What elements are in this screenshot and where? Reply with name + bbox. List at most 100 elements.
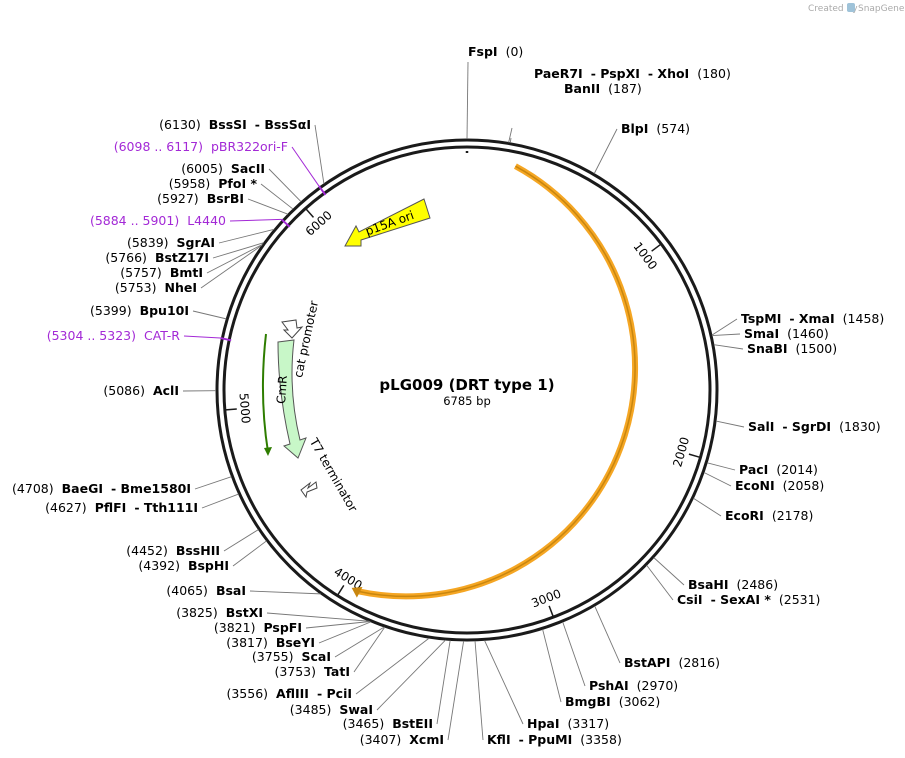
enzyme-hpai[interactable]: HpaI(3317) <box>527 716 609 731</box>
enzyme-bstapi[interactable]: BstAPI(2816) <box>624 655 720 670</box>
primer-l4440[interactable]: (5884 .. 5901)L4440 <box>90 213 226 228</box>
enzyme-bpu10i[interactable]: (5399)Bpu10I <box>90 303 189 318</box>
enzyme-pfoi[interactable]: (5958)PfoI * <box>169 176 258 191</box>
bmti-leader-line <box>206 243 263 274</box>
enzyme-smai[interactable]: SmaI(1460) <box>744 326 829 341</box>
enzyme-bseyi[interactable]: (3817)BseYI <box>226 635 315 650</box>
enzyme-tspmi[interactable]: TspMI- XmaI(1458) <box>741 311 884 326</box>
enzyme-snabi[interactable]: SnaBI(1500) <box>747 341 837 356</box>
enzyme-name: - BssSαI <box>255 117 311 132</box>
enzyme-paer7i[interactable]: PaeR7I- PspXI- XhoI(180) <box>534 66 731 81</box>
enzyme-bsai[interactable]: (4065)BsaI <box>166 583 246 598</box>
enzyme-bsshii[interactable]: (4452)BssHII <box>126 543 220 558</box>
enzyme-tati[interactable]: (3753)TatI <box>274 664 350 679</box>
primer-name: CAT-R <box>144 328 180 343</box>
enzyme-econi[interactable]: EcoNI(2058) <box>735 478 824 493</box>
baegi-leader-line <box>194 476 232 490</box>
enzyme-sgrai[interactable]: (5839)SgrAI <box>127 235 215 250</box>
enzyme-swai[interactable]: (3485)SwaI <box>290 702 373 717</box>
enzyme-position: (3556) <box>226 686 268 701</box>
bsssi-leader-line <box>314 124 325 184</box>
enzyme-position: (1458) <box>843 311 885 326</box>
enzyme-position: (3407) <box>360 732 402 747</box>
enzyme-bsahi[interactable]: BsaHI(2486) <box>688 577 778 592</box>
enzyme-position: (3821) <box>214 620 256 635</box>
enzyme-position: (3485) <box>290 702 332 717</box>
enzyme-csii[interactable]: CsiI- SexAI *(2531) <box>677 592 820 607</box>
enzyme-blpi[interactable]: BlpI(574) <box>621 121 690 136</box>
blpi-leader-line <box>593 128 618 174</box>
bstxi-leader-line <box>266 612 370 622</box>
enzyme-bsssi[interactable]: (6130)BssSI- BssSαI <box>159 117 311 132</box>
l4440-site <box>280 218 291 228</box>
pbr322ori-f-leader-line <box>291 146 320 187</box>
tick-label: 5000 <box>237 393 253 425</box>
enzyme-baegi[interactable]: (4708)BaeGI- Bme1580I <box>12 481 191 496</box>
enzyme-name: PaeR7I <box>534 66 583 81</box>
hpai-leader-line <box>484 640 524 725</box>
bsteii-leader-line <box>436 640 451 725</box>
enzyme-name: PfoI * <box>218 176 257 191</box>
enzyme-position: (3358) <box>580 732 622 747</box>
enzyme-position: (574) <box>656 121 690 136</box>
enzyme-bstxi[interactable]: (3825)BstXI <box>176 605 263 620</box>
enzyme-paci[interactable]: PacI (2014) <box>739 462 818 477</box>
primer-range: (5304 .. 5323) <box>47 328 136 343</box>
enzyme-name: BstZ17I <box>155 250 209 265</box>
plasmid-name: pLG009 (DRT type 1) <box>379 376 554 394</box>
enzyme-position: (1830) <box>839 419 881 434</box>
primer-pbr322ori-f[interactable]: (6098 .. 6117)pBR322ori-F <box>114 139 288 154</box>
nhei-leader-line <box>200 244 263 289</box>
enzyme-bsteii[interactable]: (3465)BstEII <box>343 716 433 731</box>
enzyme-position: (180) <box>697 66 731 81</box>
enzyme-bsrbi[interactable]: (5927)BsrBI <box>157 191 244 206</box>
enzyme-name: - SexAI * <box>711 592 772 607</box>
enzyme-position: (2531) <box>779 592 821 607</box>
tick-label: 6000 <box>303 208 335 239</box>
enzyme-name: ScaI <box>302 649 332 664</box>
p15a-ori-label: p15A ori <box>363 208 415 238</box>
enzyme-position: (3753) <box>274 664 316 679</box>
enzyme-name: NheI <box>165 280 198 295</box>
enzyme-sacii[interactable]: (6005)SacII <box>181 161 265 176</box>
enzyme-sali[interactable]: SalI- SgrDI(1830) <box>748 419 881 434</box>
enzyme-bstz17i[interactable]: (5766)BstZ17I <box>105 250 209 265</box>
enzyme-acli[interactable]: (5086)AclI <box>103 383 179 398</box>
pshai-leader-line <box>562 621 586 687</box>
enzyme-name: - XhoI <box>648 66 689 81</box>
enzyme-bsphi[interactable]: (4392)BspHI <box>138 558 229 573</box>
enzyme-pflfi[interactable]: (4627)PflFI- Tth111I <box>45 500 198 515</box>
enzyme-name: PacI <box>739 462 768 477</box>
enzyme-pshai[interactable]: PshAI(2970) <box>589 678 678 693</box>
bstapi-leader-line <box>594 605 621 664</box>
enzyme-xcmi[interactable]: (3407) XcmI <box>360 732 444 747</box>
enzyme-kfli[interactable]: KflI- PpuMI(3358) <box>487 732 622 747</box>
enzyme-bmgbi[interactable]: BmgBI(3062) <box>565 694 660 709</box>
smai-leader-line <box>711 333 741 336</box>
enzyme-position: (2014) <box>776 462 818 477</box>
enzyme-name: XcmI <box>409 732 444 747</box>
primer-cat-r[interactable]: (5304 .. 5323) CAT-R <box>47 328 181 343</box>
cmr-feature: CmR <box>274 339 307 459</box>
enzyme-ecori[interactable]: EcoRI(2178) <box>725 508 813 523</box>
enzyme-fspi[interactable]: FspI(0) <box>468 44 523 59</box>
enzyme-labels: FspI(0)PaeR7I- PspXI- XhoI(180)BanII(187… <box>12 44 884 747</box>
primer-range: (5884 .. 5901) <box>90 213 179 228</box>
enzyme-scai[interactable]: (3755)ScaI <box>252 649 331 664</box>
enzyme-pspfi[interactable]: (3821)PspFI <box>214 620 302 635</box>
enzyme-bmti[interactable]: (5757)BmtI <box>120 265 203 280</box>
bsrbi-leader-line <box>247 198 289 215</box>
snabi-leader-line <box>713 344 744 350</box>
bsshii-leader-line <box>223 529 259 552</box>
enzyme-position: (3817) <box>226 635 268 650</box>
enzyme-name: TspMI <box>741 311 781 326</box>
enzyme-nhei[interactable]: (5753)NheI <box>115 280 197 295</box>
scai-leader-line <box>334 626 385 658</box>
enzyme-name: SmaI <box>744 326 779 341</box>
enzyme-name: AclI <box>153 383 179 398</box>
t7-terminator-label: T7 terminator <box>306 435 360 514</box>
enzyme-aflIII[interactable]: (3556)AflIII- PciI <box>226 686 352 701</box>
enzyme-position: (5399) <box>90 303 132 318</box>
aflIII-leader-line <box>355 637 430 695</box>
enzyme-banii[interactable]: BanII(187) <box>564 81 642 96</box>
